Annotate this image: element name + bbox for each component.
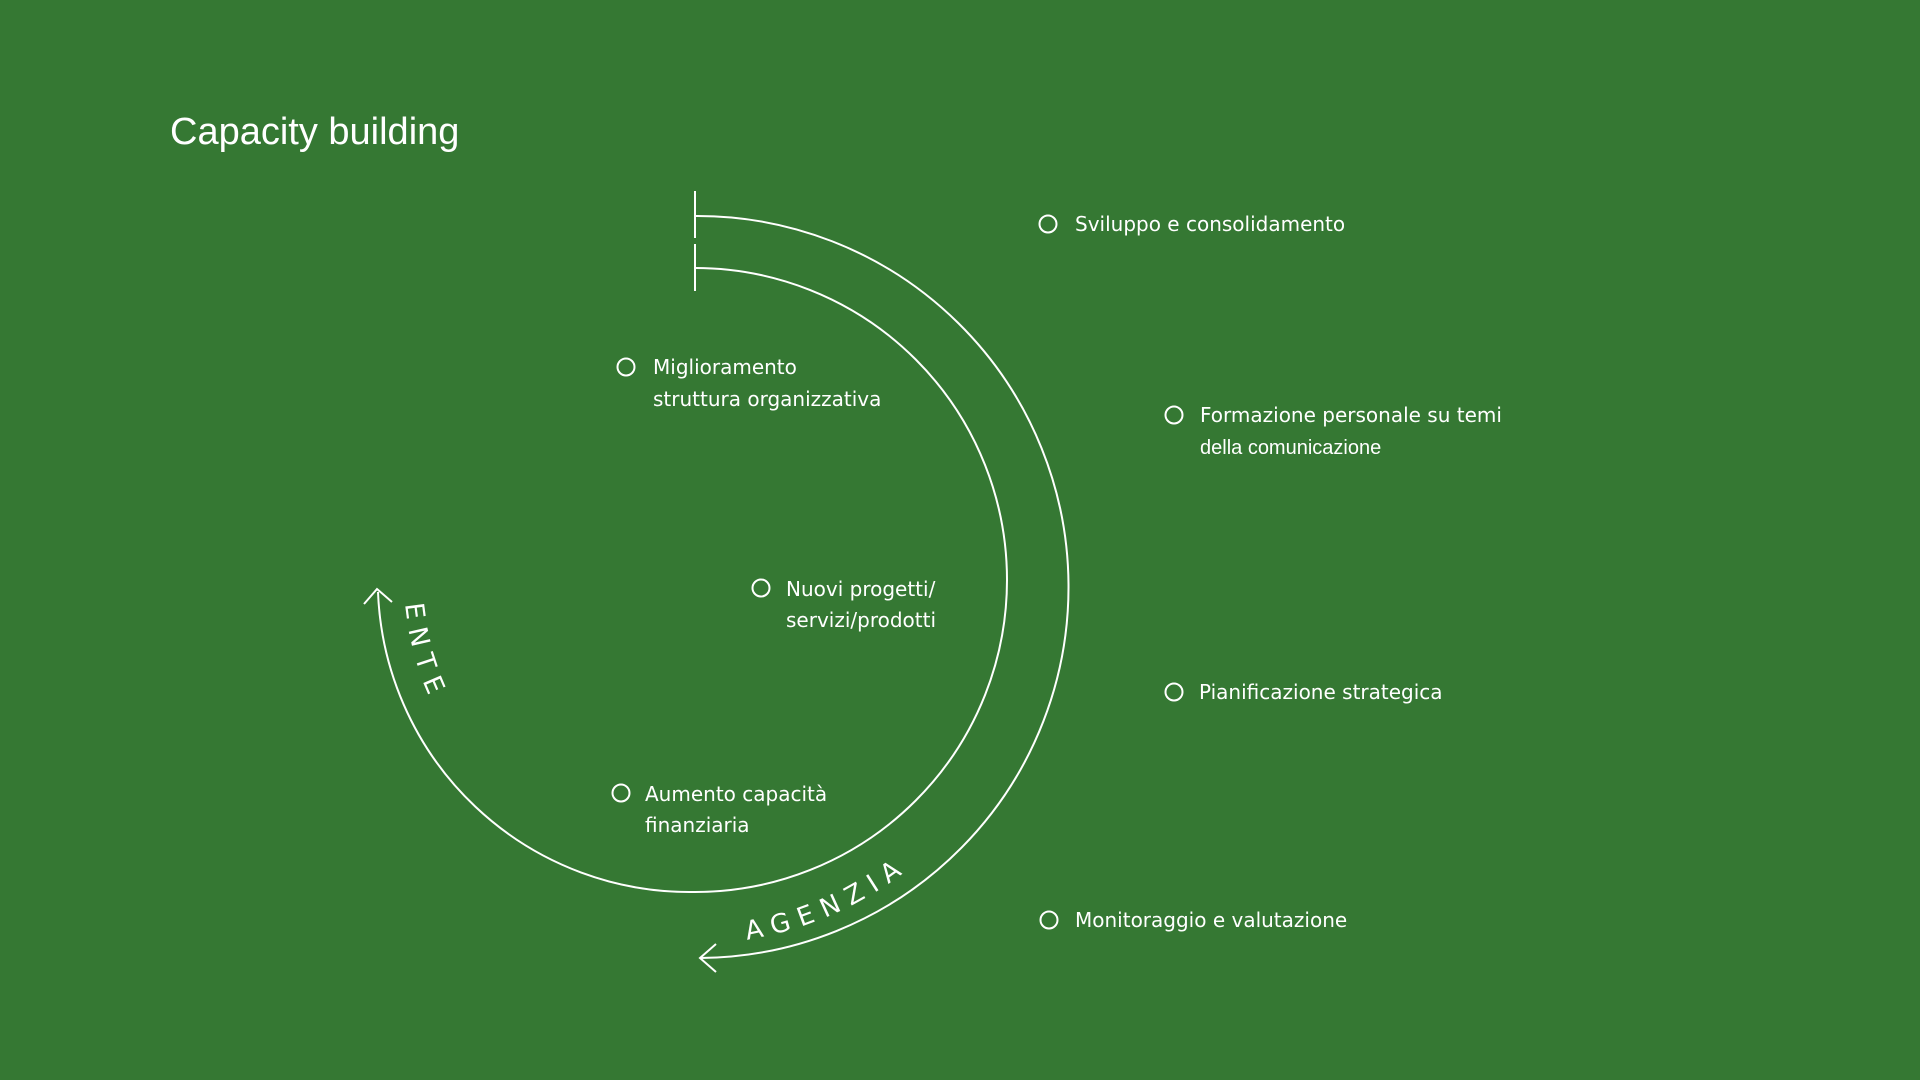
item-label: Formazione personale su temi: [1200, 403, 1502, 427]
outer-item: Monitoraggio e valutazione: [1039, 908, 1347, 932]
item-label: Monitoraggio e valutazione: [1075, 908, 1347, 932]
bullet-circle-icon: [611, 783, 631, 803]
bullet-circle-icon: [616, 357, 636, 377]
page-title: Capacity building: [170, 111, 459, 153]
item-label: Miglioramento: [653, 355, 797, 379]
outer-item: Pianificazione strategica: [1164, 680, 1443, 704]
outer-item: Formazione personale su temi della comun…: [1164, 403, 1502, 459]
inner-cycle-arc: [377, 267, 1008, 894]
bullet-circle-icon: [1164, 682, 1184, 702]
item-label: Pianificazione strategica: [1199, 680, 1443, 704]
bullet-circle-icon: [751, 578, 771, 598]
bullet-circle-icon: [1164, 405, 1184, 425]
outer-cycle-arc: [694, 214, 1070, 959]
bullet-circle-icon: [1038, 214, 1058, 234]
inner-item: Nuovi progetti/ servizi/prodotti: [751, 577, 936, 632]
inner-arrow-up-icon: [363, 587, 393, 605]
bullet-circle-icon: [1039, 910, 1059, 930]
item-label: servizi/prodotti: [786, 608, 936, 632]
item-label: struttura organizzativa: [653, 387, 881, 411]
ente-label: ENTE: [398, 601, 453, 707]
inner-item: Aumento capacità finanziaria: [611, 782, 827, 837]
item-label: Nuovi progetti/: [786, 577, 936, 601]
item-label: finanziaria: [645, 813, 750, 837]
agenzia-label: AGENZIA: [742, 850, 914, 947]
item-label: Sviluppo e consolidamento: [1075, 212, 1345, 236]
outer-arrow-left-icon: [698, 943, 717, 973]
item-label: della comunicazione: [1200, 437, 1381, 459]
item-label: Aumento capacità: [645, 782, 827, 806]
outer-item: Sviluppo e consolidamento: [1038, 212, 1345, 236]
inner-item: Miglioramento struttura organizzativa: [616, 355, 881, 411]
